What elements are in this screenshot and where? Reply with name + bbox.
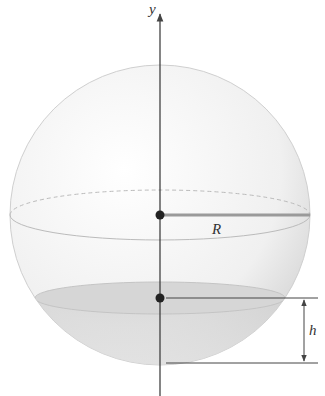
extension-line bbox=[166, 298, 318, 299]
center-dot bbox=[156, 211, 165, 220]
y-axis bbox=[159, 14, 160, 396]
dimension-label: h bbox=[309, 323, 317, 338]
extension-line bbox=[166, 363, 318, 364]
axis-label: y bbox=[149, 2, 156, 17]
dimension-line bbox=[304, 300, 305, 361]
radius-label: R bbox=[212, 222, 221, 237]
cap bbox=[0, 282, 325, 378]
cap-dot bbox=[156, 294, 165, 303]
radius-line bbox=[160, 214, 310, 217]
